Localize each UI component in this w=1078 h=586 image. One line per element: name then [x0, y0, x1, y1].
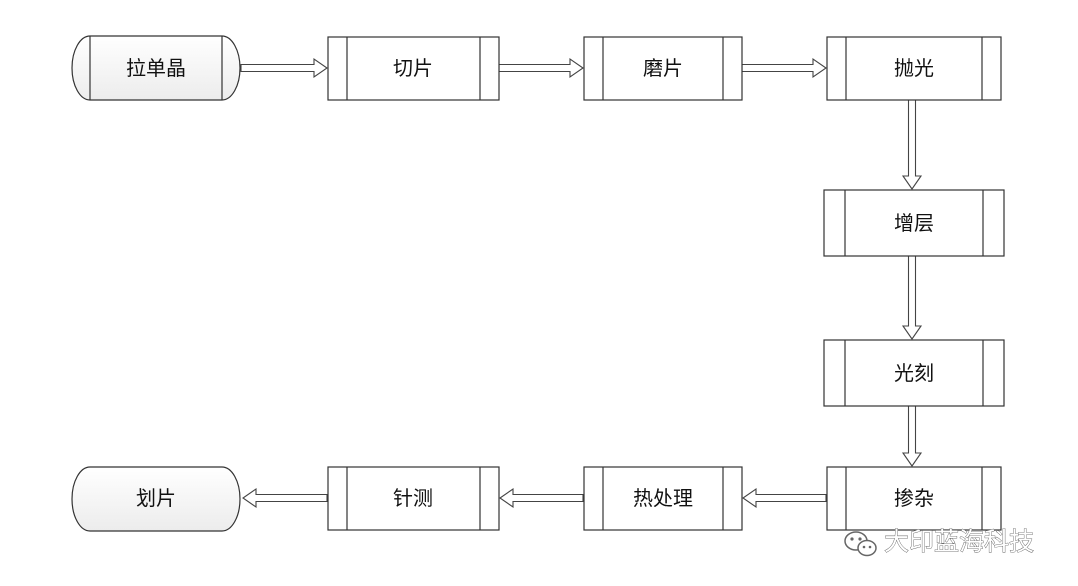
node-lapping: 磨片: [583, 36, 743, 101]
flow-arrow-6: [901, 405, 923, 467]
flow-arrow-4: [901, 99, 923, 190]
flow-arrow-2: [498, 57, 584, 79]
node-label: 划片: [136, 486, 176, 510]
node-doping: 掺杂: [826, 466, 1002, 531]
flow-arrow-9: [242, 487, 328, 509]
node-label: 光刻: [894, 361, 934, 385]
node-label: 磨片: [643, 56, 683, 80]
node-lithography: 光刻: [823, 339, 1005, 407]
node-polishing: 抛光: [826, 36, 1002, 101]
node-label: 针测: [393, 486, 433, 510]
node-label: 增层: [894, 211, 934, 235]
flow-arrow-8: [499, 487, 584, 509]
node-label: 掺杂: [894, 486, 934, 510]
flow-arrow-3: [741, 57, 827, 79]
node-label: 切片: [393, 56, 433, 80]
flow-arrow-1: [240, 57, 328, 79]
flow-arrow-7: [742, 487, 827, 509]
node-probe-test: 针测: [327, 466, 500, 531]
node-dicing: 划片: [71, 466, 241, 532]
node-label: 抛光: [894, 56, 934, 80]
watermark: 大印蓝海科技: [844, 527, 1034, 557]
node-slicing: 切片: [327, 36, 500, 101]
node-layering: 增层: [823, 189, 1005, 257]
node-label: 拉单晶: [126, 56, 186, 80]
flow-arrows: [240, 57, 923, 509]
node-heat-treatment: 热处理: [583, 466, 743, 531]
node-pull-single-crystal: 拉单晶: [71, 35, 241, 101]
flow-arrow-5: [901, 255, 923, 340]
wechat-icon: [844, 531, 877, 557]
watermark-text: 大印蓝海科技: [884, 527, 1034, 556]
node-label: 热处理: [633, 486, 693, 510]
